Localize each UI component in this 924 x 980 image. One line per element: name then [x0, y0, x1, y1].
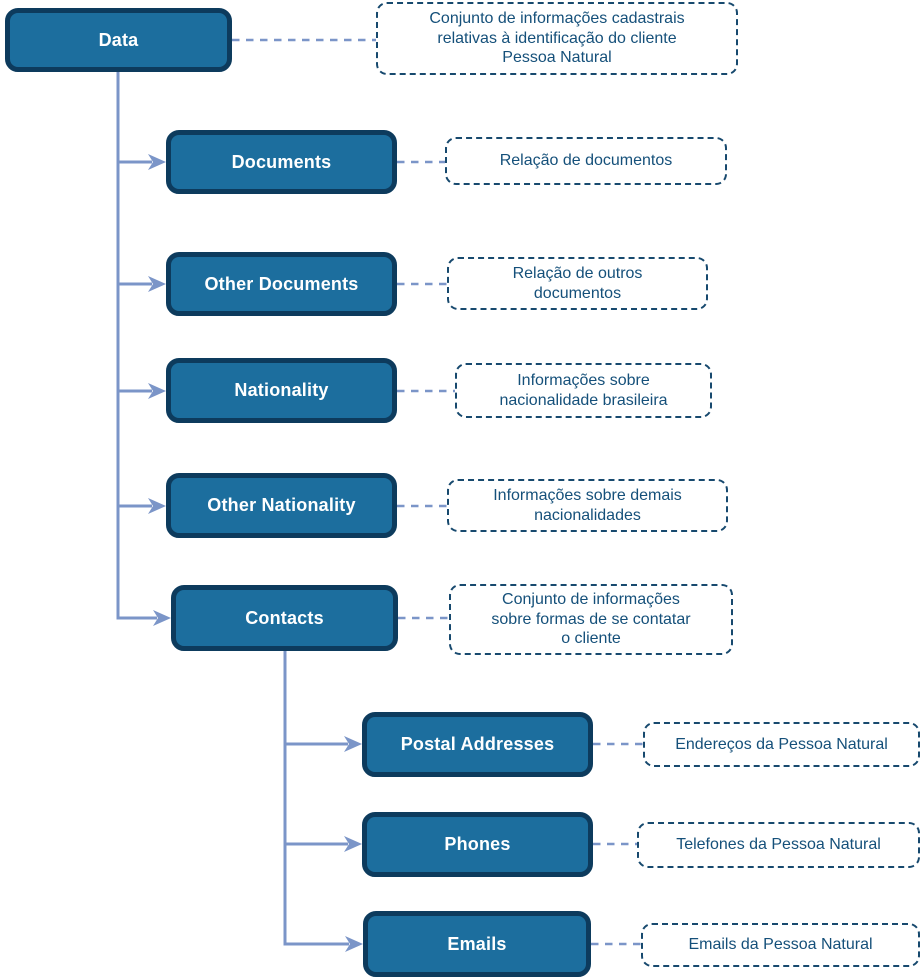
node-documents: Documents — [166, 130, 397, 194]
trunk-data — [116, 72, 157, 620]
node-data: Data — [5, 8, 232, 72]
annotation-emails: Emails da Pessoa Natural — [641, 923, 920, 967]
annotation-documents: Relação de documentos — [445, 137, 727, 185]
annotation-postal-addresses: Endereços da Pessoa Natural — [643, 722, 920, 767]
annotation-phones: Telefones da Pessoa Natural — [637, 822, 920, 868]
arrowhead-other-nationality — [148, 498, 166, 514]
node-phones: Phones — [362, 812, 593, 877]
trunk-contacts — [283, 651, 349, 946]
arrowhead-other-documents — [148, 276, 166, 292]
arrowhead-emails — [345, 936, 363, 952]
annotation-contacts: Conjunto de informações sobre formas de … — [449, 584, 733, 655]
annotation-nationality: Informações sobre nacionalidade brasilei… — [455, 363, 712, 418]
annotation-links — [232, 38, 643, 946]
contacts-children-trunk — [283, 651, 349, 946]
annotation-data: Conjunto de informações cadastrais relat… — [376, 2, 738, 75]
node-other-nationality: Other Nationality — [166, 473, 397, 538]
arrowhead-contacts — [153, 610, 171, 626]
data-children-trunk — [116, 72, 157, 620]
arrowhead-postal-addresses — [344, 736, 362, 752]
node-nationality: Nationality — [166, 358, 397, 423]
arrowhead-documents — [148, 154, 166, 170]
arrowhead-nationality — [148, 383, 166, 399]
annotation-other-nationality: Informações sobre demais nacionalidades — [447, 479, 728, 532]
arrowheads — [148, 154, 363, 952]
node-other-documents: Other Documents — [166, 252, 397, 316]
annotation-other-documents: Relação de outros documentos — [447, 257, 708, 310]
node-contacts: Contacts — [171, 585, 398, 651]
arrowhead-phones — [344, 836, 362, 852]
node-emails: Emails — [363, 911, 591, 977]
node-postal-addresses: Postal Addresses — [362, 712, 593, 777]
